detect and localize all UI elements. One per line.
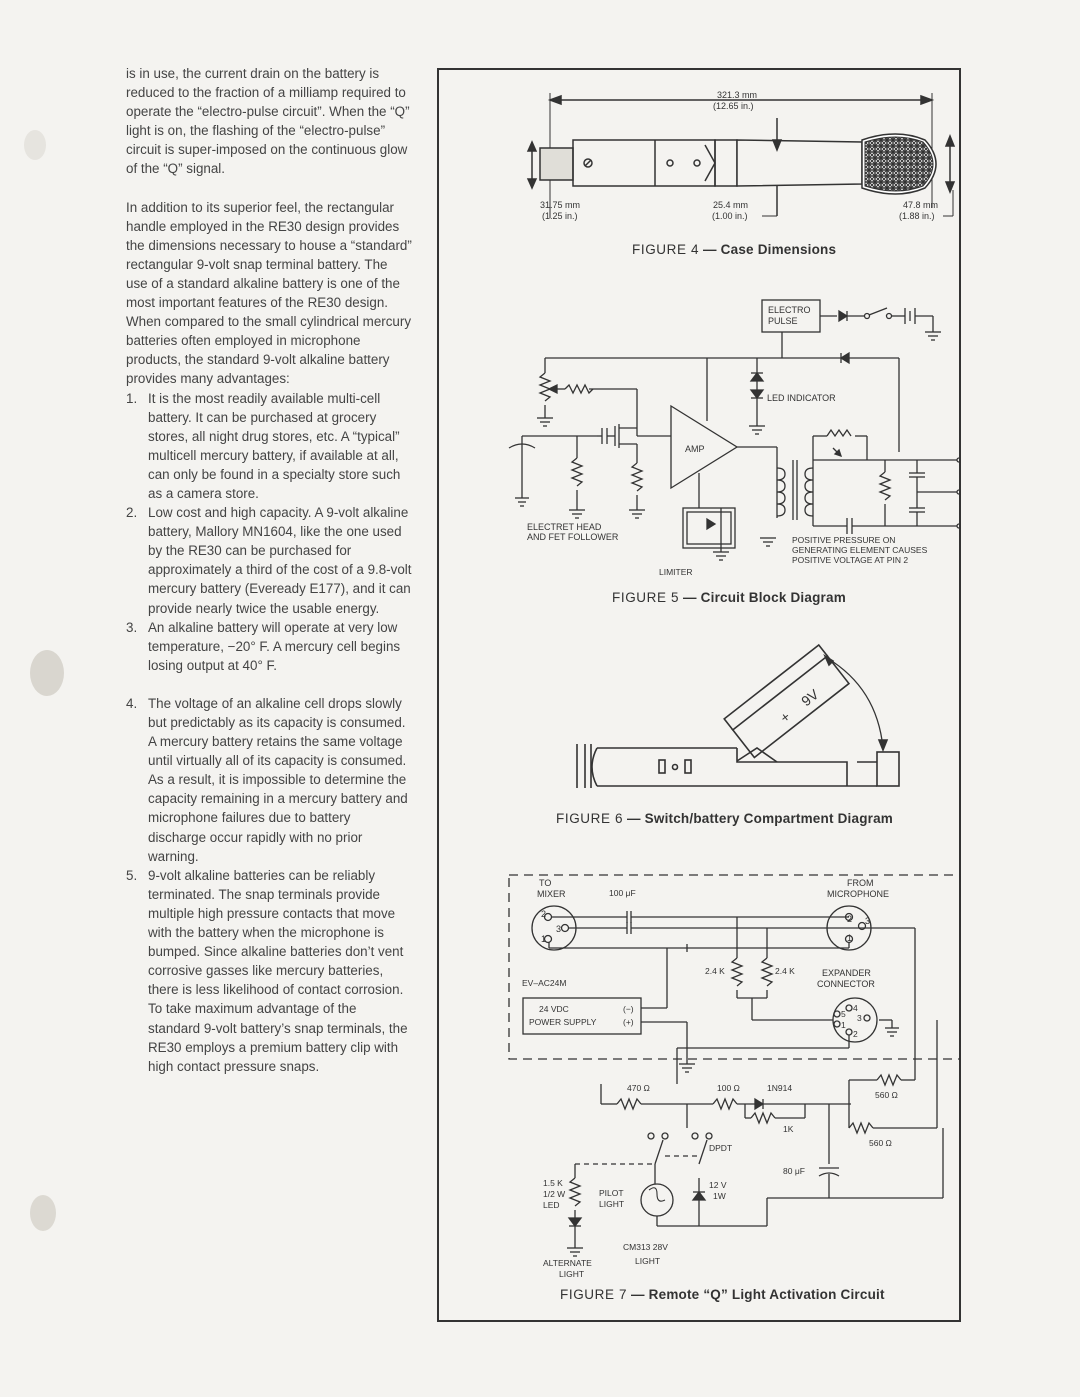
v12-label-2: 1W: [713, 1191, 726, 1201]
list-item: 4.The voltage of an alkaline cell drops …: [126, 695, 408, 864]
list-item: 2.Low cost and high capacity. A 9-volt a…: [126, 505, 412, 616]
dim-mid-in: (1.00 in.): [712, 211, 748, 221]
note-line-2: GENERATING ELEMENT CAUSES: [792, 545, 928, 555]
figure7-caption: FIGURE 7 — Remote “Q” Light Activation C…: [560, 1287, 885, 1302]
amp-label: AMP: [685, 444, 705, 454]
paragraph-electro-pulse: is in use, the current drain on the batt…: [126, 66, 410, 177]
to-mixer-label-2: MIXER: [537, 889, 566, 899]
figure4-case-drawing: 321.3 mm (12.65 in.) 31.75 mm (1.25 in.)…: [526, 90, 956, 221]
v12-label-1: 12 V: [709, 1180, 727, 1190]
figure5-caption: FIGURE 5 — Circuit Block Diagram: [612, 590, 846, 605]
led-indicator-label: LED INDICATOR: [767, 393, 836, 403]
advantages-list: 1.It is the most readily available multi…: [126, 389, 412, 1076]
exp-pin-3: 3: [857, 1013, 862, 1023]
body-text-column: is in use, the current drain on the batt…: [126, 64, 412, 1076]
dim-right-in: (1.88 in.): [899, 211, 935, 221]
note-line-1: POSITIVE PRESSURE ON: [792, 535, 895, 545]
length-in: (12.65 in.): [713, 101, 754, 111]
limiter-label: LIMITER: [659, 567, 693, 577]
r560a-label: 560 Ω: [875, 1090, 898, 1100]
supply-label-1b: (−): [623, 1004, 634, 1014]
mic-pin-3: 3: [865, 916, 870, 926]
electro-pulse-label-2: PULSE: [768, 316, 798, 326]
dim-left-mm: 31.75 mm: [540, 200, 580, 210]
r470-label: 470 Ω: [627, 1083, 650, 1093]
alternate-label-2: LIGHT: [559, 1269, 584, 1279]
r100-label: 100 Ω: [717, 1083, 740, 1093]
to-mixer-label-1: TO: [539, 878, 551, 888]
cm313-label: CM313 28V: [623, 1242, 668, 1252]
figure7-remote-circuit: TO MIXER 100 μF FROM MICROPHONE 2 3 1 2 …: [508, 874, 961, 1279]
r24k-a-label: 2.4 K: [705, 966, 725, 976]
figures-drawing: 321.3 mm (12.65 in.) 31.75 mm (1.25 in.)…: [508, 90, 961, 1279]
r24k-b-label: 2.4 K: [775, 966, 795, 976]
cap-100uf-label: 100 μF: [609, 888, 636, 898]
ev-ac24m-label: EV–AC24M: [522, 978, 566, 988]
dpdt-label: DPDT: [709, 1143, 732, 1153]
dim-right-mm: 47.8 mm: [903, 200, 938, 210]
list-item: 3.An alkaline battery will operate at ve…: [126, 619, 401, 673]
from-mic-label-1: FROM: [847, 878, 874, 888]
mic-pin-1: 1: [847, 933, 852, 943]
list-item: 5.9-volt alkaline batteries can be relia…: [126, 867, 408, 1074]
dim-left-in: (1.25 in.): [542, 211, 578, 221]
mixer-pin-2: 2: [541, 909, 546, 919]
electret-label-1: ELECTRET HEAD: [527, 522, 602, 532]
expander-label-1: EXPANDER: [822, 968, 871, 978]
binder-hole-middle: [30, 650, 64, 696]
r1k-label: 1K: [783, 1124, 794, 1134]
figure6-caption: FIGURE 6 — Switch/battery Compartment Di…: [556, 811, 894, 826]
light-label: LIGHT: [635, 1256, 660, 1266]
mixer-pin-3: 3: [556, 924, 561, 934]
length-mm: 321.3 mm: [717, 90, 757, 100]
figure5-circuit: ELECTRO PULSE LED INDI: [508, 299, 961, 577]
from-mic-label-2: MICROPHONE: [827, 889, 889, 899]
cap-80uf-label: 80 μF: [783, 1166, 805, 1176]
1n914-label: 1N914: [767, 1083, 792, 1093]
mixer-pin-1: 1: [541, 934, 546, 944]
supply-label-2: POWER SUPPLY: [529, 1017, 597, 1027]
electret-label-2: AND FET FOLLOWER: [527, 532, 619, 542]
r15k-label-1: 1.5 K: [543, 1178, 563, 1188]
binder-hole-top: [24, 130, 46, 160]
exp-pin-4: 4: [853, 1003, 858, 1013]
figures-frame: [437, 68, 961, 1322]
exp-pin-1: 1: [841, 1020, 846, 1030]
supply-label-1: 24 VDC: [539, 1004, 569, 1014]
mic-pin-2: 2: [847, 914, 852, 924]
exp-pin-5: 5: [841, 1009, 846, 1019]
list-item: 1.It is the most readily available multi…: [126, 390, 401, 501]
expander-label-2: CONNECTOR: [817, 979, 875, 989]
alternate-label-1: ALTERNATE: [543, 1258, 592, 1268]
electro-pulse-label-1: ELECTRO: [768, 305, 811, 315]
pilot-label-1: PILOT: [599, 1188, 624, 1198]
r15k-label-2: 1/2 W: [543, 1189, 565, 1199]
r560b-label: 560 Ω: [869, 1138, 892, 1148]
supply-label-2b: (+): [623, 1017, 634, 1027]
binder-hole-bottom: [30, 1195, 56, 1231]
paragraph-battery-intro: In addition to its superior feel, the re…: [126, 199, 412, 387]
pilot-label-2: LIGHT: [599, 1199, 624, 1209]
figure6-switch-battery: 9V +: [576, 643, 900, 788]
note-line-3: POSITIVE VOLTAGE AT PIN 2: [792, 555, 908, 565]
dim-mid-mm: 25.4 mm: [713, 200, 748, 210]
figure4-caption: FIGURE 4 — Case Dimensions: [632, 242, 837, 257]
exp-pin-2: 2: [853, 1029, 858, 1039]
led-label: LED: [543, 1200, 560, 1210]
